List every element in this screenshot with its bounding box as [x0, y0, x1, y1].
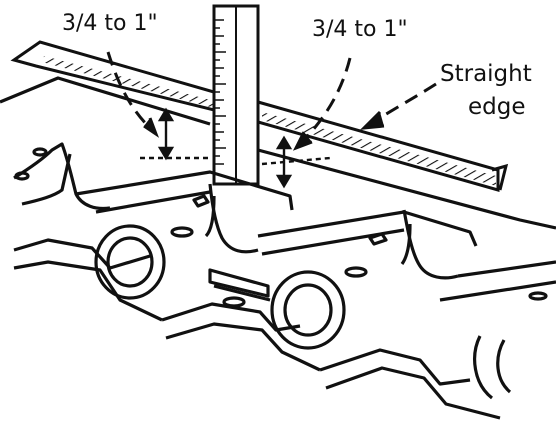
straight-edge-label-line1: Straight: [440, 61, 532, 87]
straight-edge-label-line2: edge: [468, 94, 526, 120]
track-assembly: [0, 76, 556, 420]
right-measurement-label: 3/4 to 1": [312, 17, 408, 42]
ruler: [212, 4, 260, 186]
leader-arrows: [106, 51, 437, 151]
straight-edge: [10, 40, 509, 192]
left-measurement-label: 3/4 to 1": [62, 11, 158, 36]
measurement-marks: [140, 107, 331, 189]
